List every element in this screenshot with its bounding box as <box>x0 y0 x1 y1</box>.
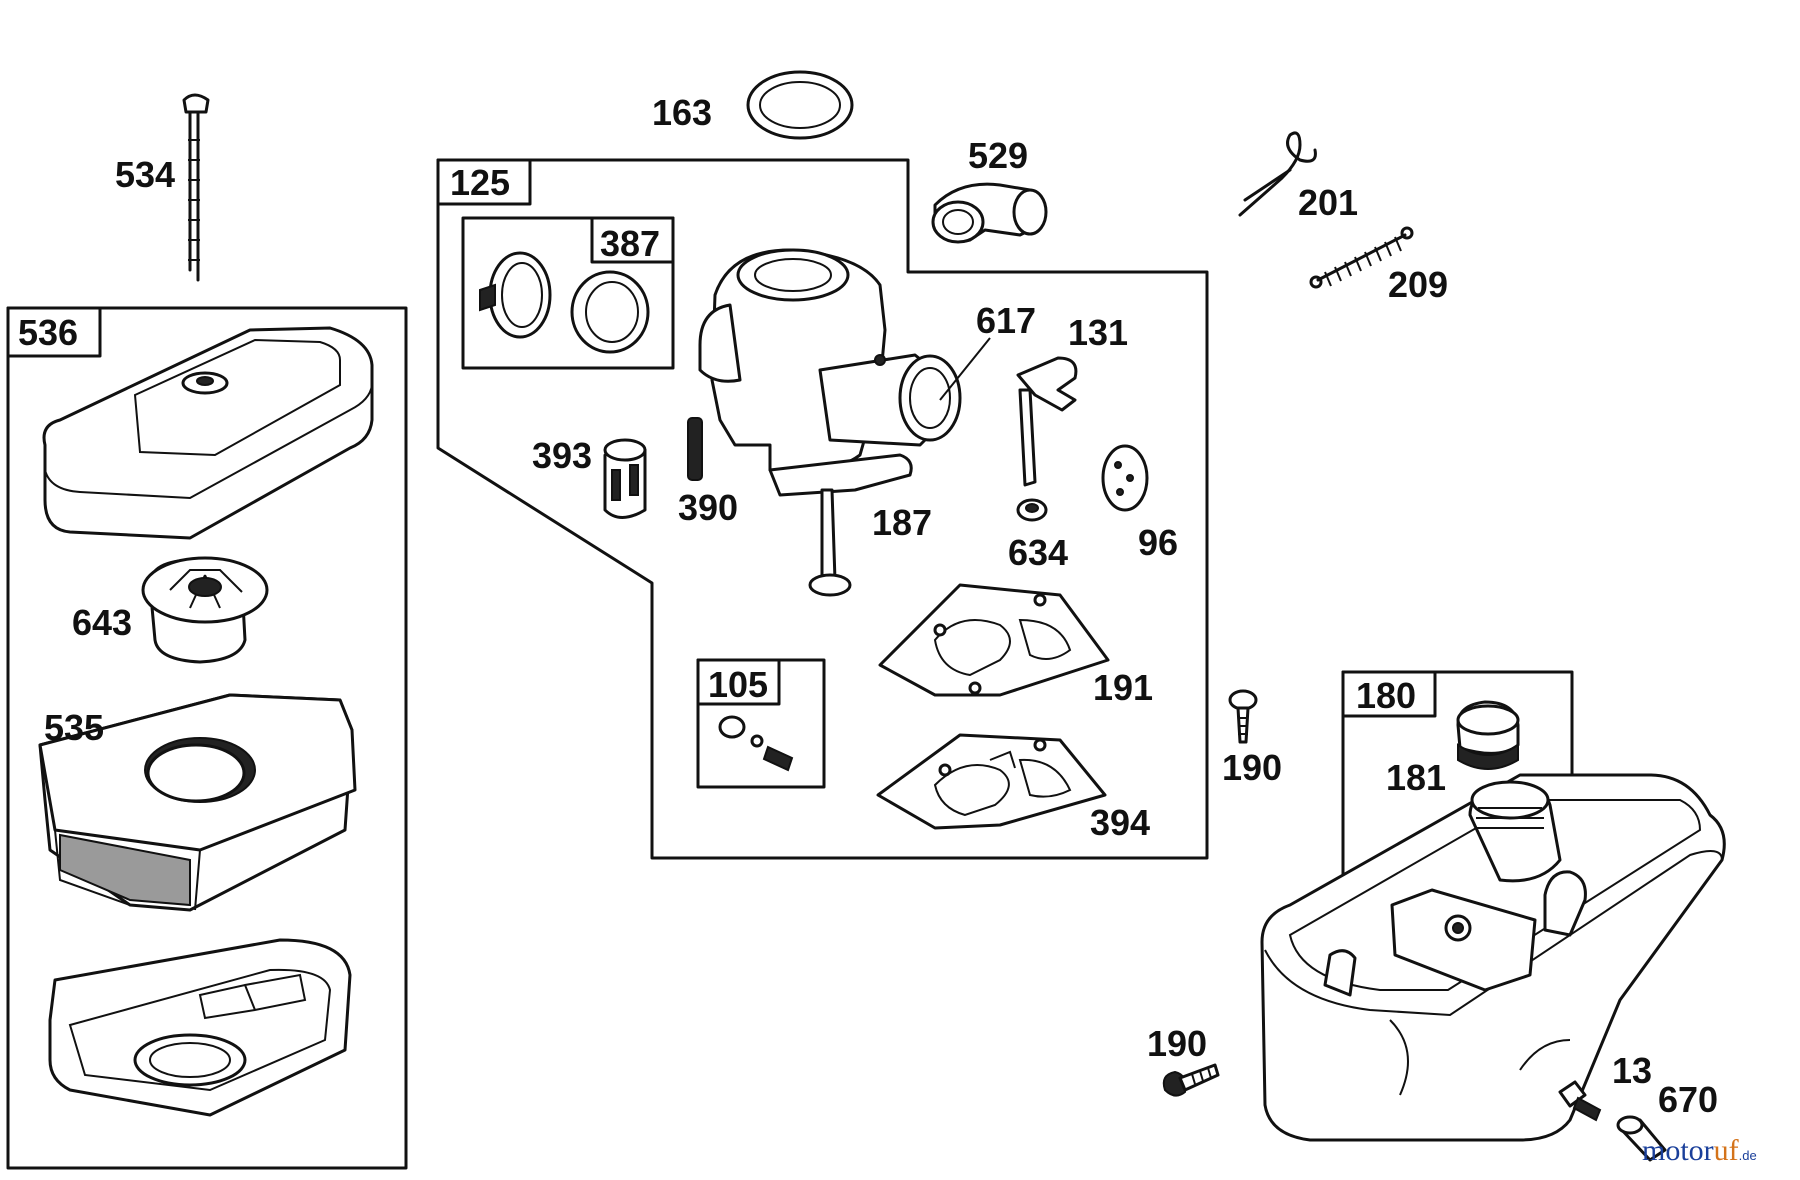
callout-634: 634 <box>1008 532 1068 573</box>
diaphragm-394 <box>876 733 1107 830</box>
group-label-105: 105 <box>708 664 768 705</box>
carburetor-group: 125 <box>436 158 1209 860</box>
callout-190-upper: 190 <box>1222 747 1282 788</box>
callout-191: 191 <box>1093 667 1153 708</box>
fuel-tank <box>1260 773 1726 1142</box>
watermark-tld: .de <box>1739 1148 1757 1163</box>
callout-394: 394 <box>1090 802 1150 843</box>
elbow-529 <box>931 182 1048 244</box>
washer-634 <box>1016 498 1048 522</box>
repair-kit-group: 387 <box>461 216 675 370</box>
callout-187: 187 <box>872 502 932 543</box>
foam-filter-535 <box>38 693 357 912</box>
watermark-brand-b: uf <box>1714 1134 1739 1167</box>
screw-534 <box>182 93 210 282</box>
plate-96 <box>1101 444 1149 512</box>
callout-181: 181 <box>1386 757 1446 798</box>
fuel-cap-181 <box>1456 700 1520 770</box>
sleeve-670 <box>1616 1115 1667 1162</box>
carburetor-body <box>698 248 962 597</box>
callout-190-lower: 190 <box>1147 1023 1207 1064</box>
gasket-191 <box>878 583 1110 697</box>
fitting-13 <box>1558 1080 1602 1122</box>
filter-element-643 <box>141 556 269 664</box>
spring-clip-201 <box>1238 131 1317 217</box>
callout-131: 131 <box>1068 312 1128 353</box>
callout-617: 617 <box>976 300 1036 341</box>
callout-13: 13 <box>1612 1050 1652 1091</box>
group-label-125: 125 <box>450 162 510 203</box>
callout-393: 393 <box>532 435 592 476</box>
callout-163: 163 <box>652 92 712 133</box>
svg-text:motoruf.de: motoruf.de <box>1642 1134 1757 1167</box>
callout-670: 670 <box>1658 1079 1718 1120</box>
callout-529: 529 <box>968 135 1028 176</box>
choke-shaft-131 <box>1016 356 1078 487</box>
callout-390: 390 <box>678 487 738 528</box>
callout-535: 535 <box>44 707 104 748</box>
air-cleaner-base <box>48 938 352 1117</box>
part-393 <box>603 438 647 519</box>
callout-96: 96 <box>1138 522 1178 563</box>
fuel-tank-group: 180 <box>1341 670 1574 902</box>
group-label-387: 387 <box>600 223 660 264</box>
air-cleaner-cover <box>42 326 374 540</box>
group-label-536: 536 <box>18 312 78 353</box>
callout-209: 209 <box>1388 264 1448 305</box>
callout-201: 201 <box>1298 182 1358 223</box>
watermark-brand-a: motor <box>1642 1134 1714 1167</box>
air-cleaner-group: 536 <box>6 306 408 1170</box>
screw-190-upper <box>1228 689 1258 744</box>
callout-643: 643 <box>72 602 132 643</box>
watermark-logo: motoruf.de <box>1642 1134 1757 1167</box>
screw-190-lower <box>1162 1063 1220 1097</box>
spring-209 <box>1309 226 1414 289</box>
float-kit-group: 105 <box>696 658 826 789</box>
callout-534: 534 <box>115 154 175 195</box>
o-ring-163 <box>746 70 854 140</box>
group-label-180: 180 <box>1356 675 1416 716</box>
part-390 <box>687 417 703 481</box>
